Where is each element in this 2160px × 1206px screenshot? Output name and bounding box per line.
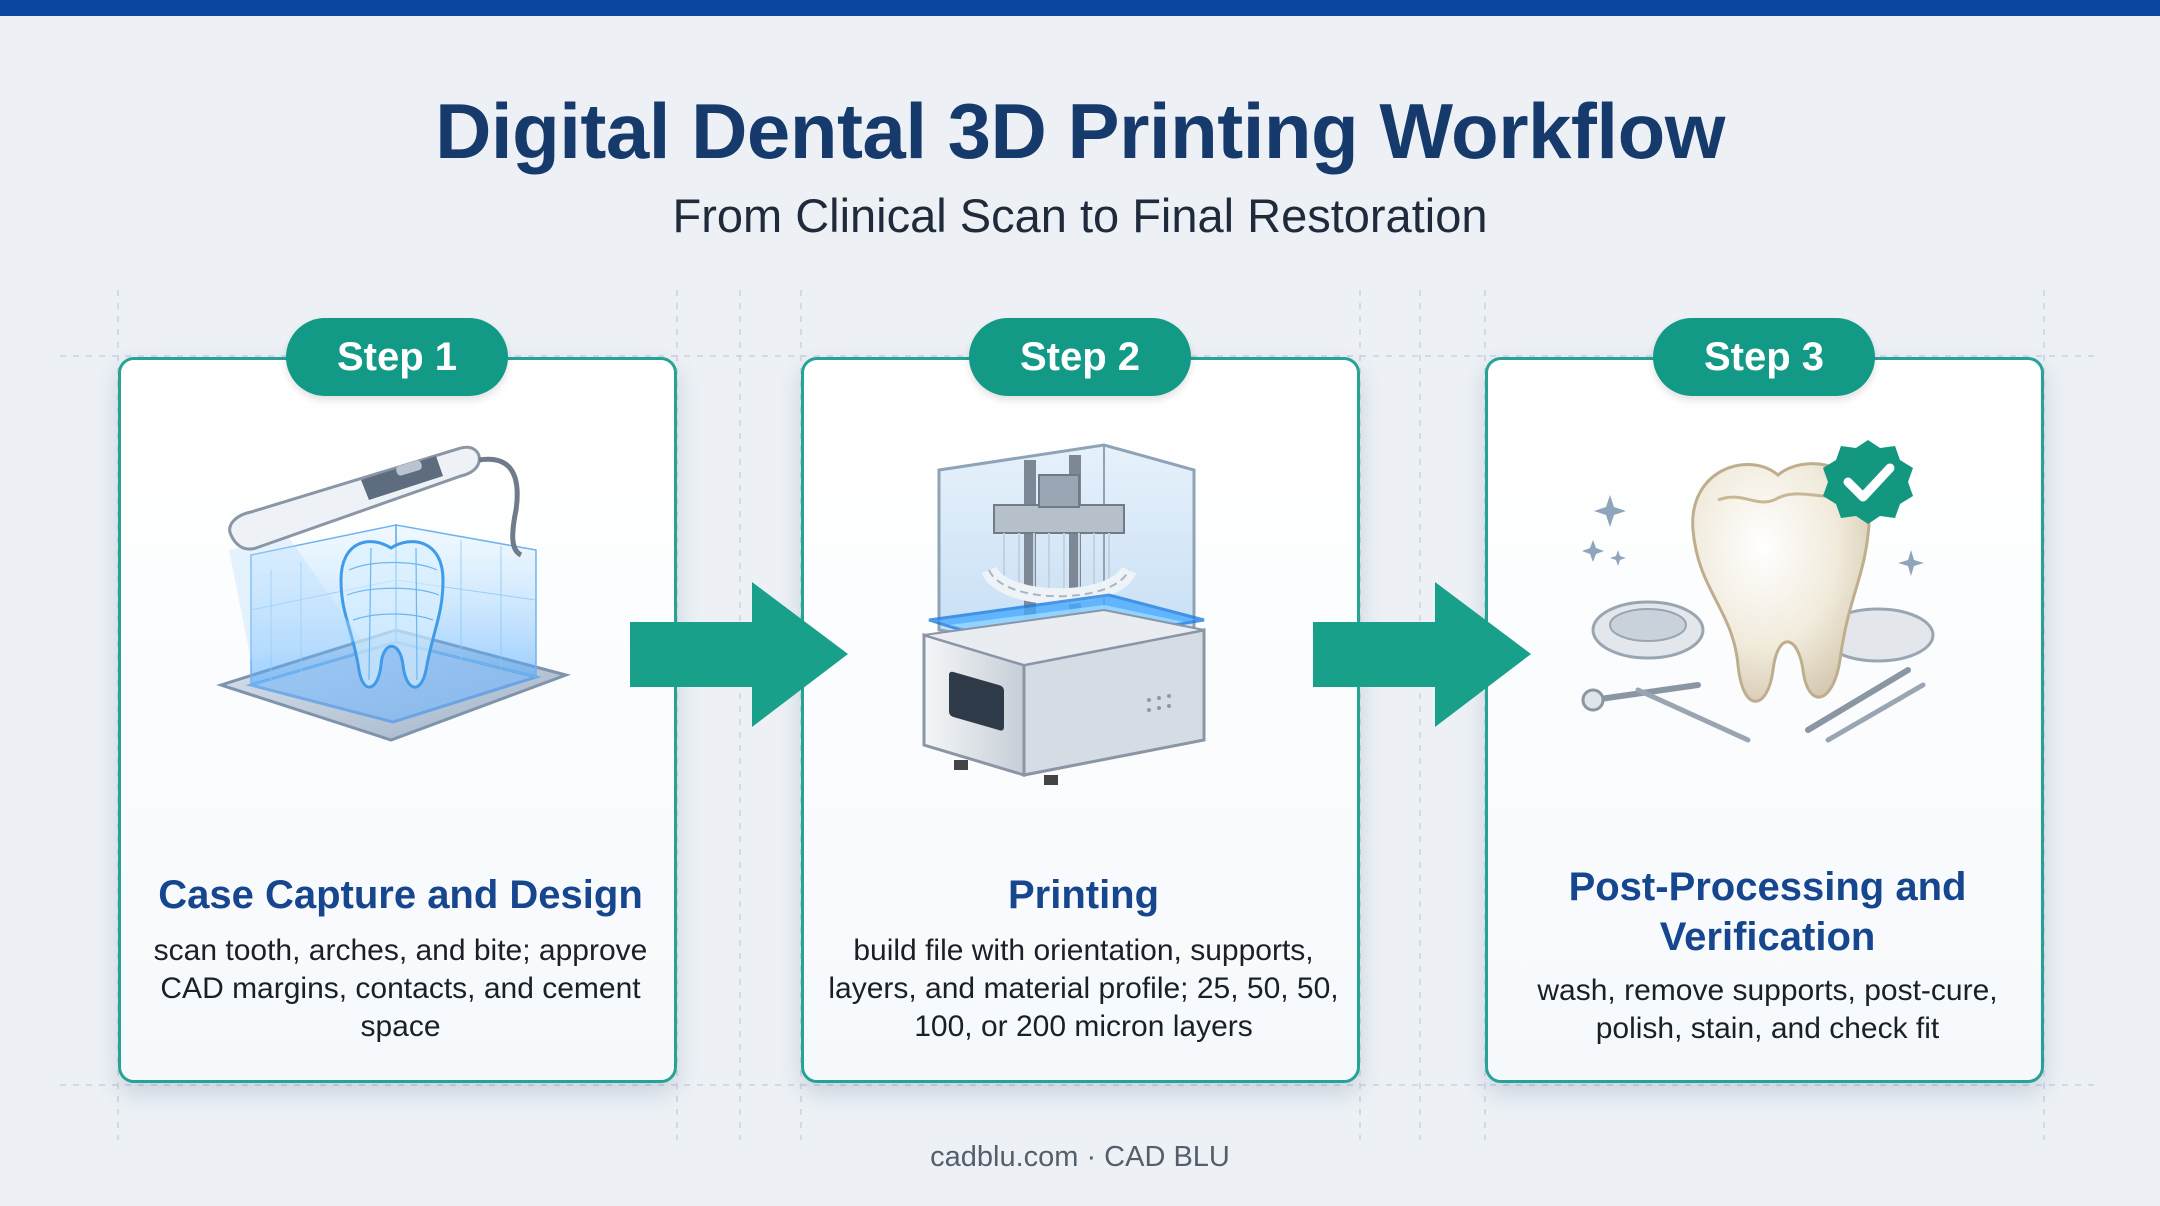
step-2-badge: Step 2: [969, 318, 1191, 396]
step-2-title: Printing: [1007, 873, 1160, 917]
step-1-description: scan tooth, arches, and bite; approve CA…: [153, 934, 648, 1043]
step-3-badge: Step 3: [1653, 318, 1875, 396]
step-1-title: Case Capture and Design: [158, 873, 643, 917]
page-title: Digital Dental 3D Printing Workflow: [435, 87, 1725, 175]
step-card-1: Case Capture and Design scan tooth, arch…: [118, 357, 677, 1083]
step-card-2: Printing build file with orientation, su…: [801, 357, 1360, 1083]
step-2-description: build file with orientation, supports, l…: [828, 934, 1339, 1043]
top-accent-bar: [0, 0, 2160, 16]
step-3-title: Post-Processing and Verification: [1568, 865, 1967, 959]
step-1-badge: Step 1: [286, 318, 508, 396]
step-3-description: wash, remove supports, post-cure, polish…: [1537, 974, 1998, 1045]
tooth-checkmark-icon: [1581, 440, 1935, 743]
flow-arrow-right-icon: [630, 582, 848, 727]
intraoral-scanner-icon: [216, 445, 571, 742]
flow-arrow-right-icon: [1313, 582, 1531, 727]
page-subtitle: From Clinical Scan to Final Restoration: [672, 189, 1488, 242]
3d-printer-icon: [922, 443, 1206, 785]
footer-credit: cadblu.com · CAD BLU: [930, 1141, 1230, 1173]
step-card-3: Post-Processing and Verification wash, r…: [1485, 357, 2044, 1083]
